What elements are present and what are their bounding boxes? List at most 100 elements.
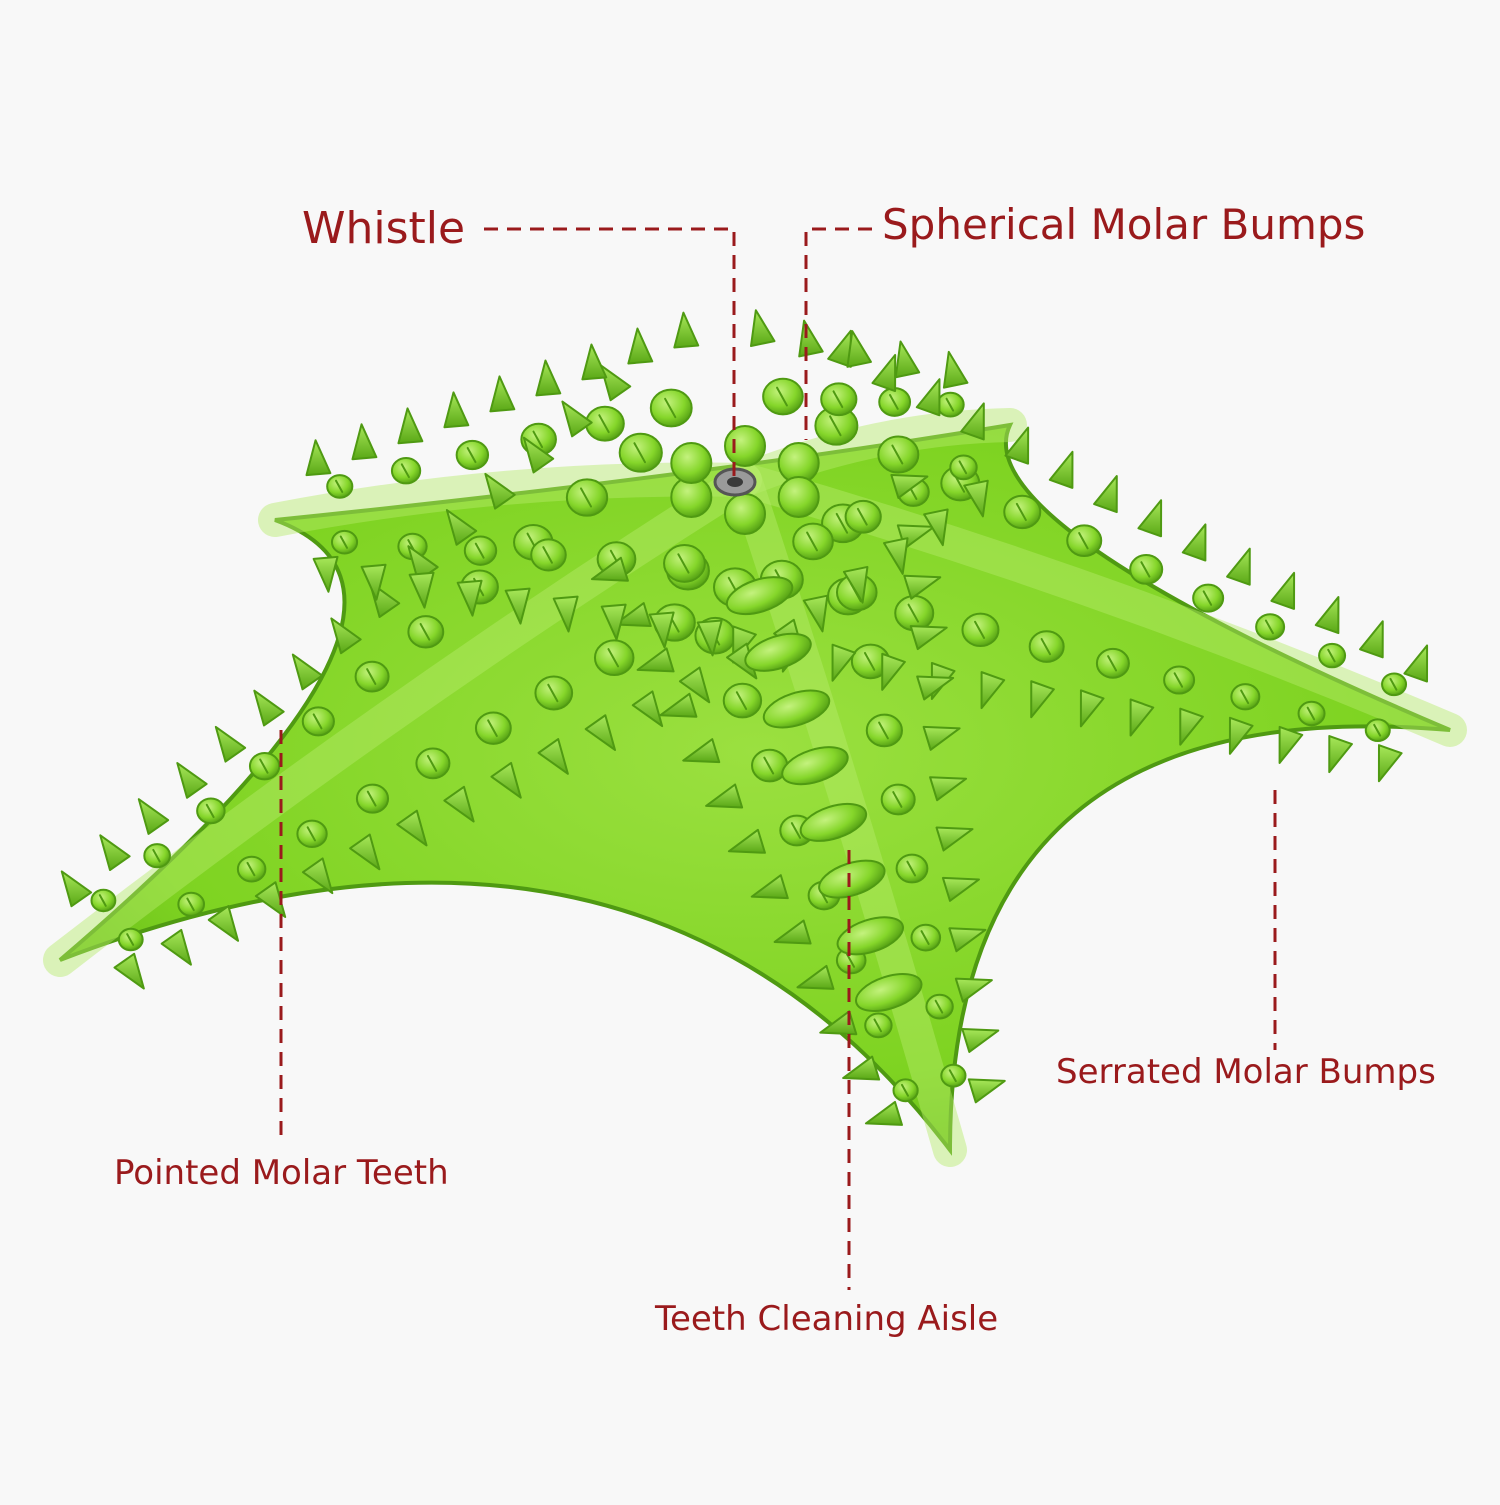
bump-serration [829, 415, 842, 437]
bump-serration [1389, 677, 1398, 691]
bump-serration [366, 668, 377, 686]
bump-serration [205, 803, 215, 819]
bump-serration [863, 651, 876, 671]
pointed-tooth [909, 625, 948, 651]
bump-serration [246, 861, 256, 877]
bump-serration [735, 691, 748, 711]
bump-serration [934, 999, 944, 1014]
pointed-tooth [798, 319, 824, 358]
bump-serration [532, 430, 544, 449]
bump-serration [958, 460, 968, 475]
pointed-tooth [890, 474, 929, 499]
bump-serration [312, 713, 323, 730]
bump-serration [334, 479, 344, 494]
pointed-tooth [678, 666, 711, 704]
pointed-tooth [537, 738, 569, 775]
aisle-tooth [725, 576, 794, 616]
pointed-tooth [360, 563, 387, 601]
pointed-tooth [504, 587, 531, 625]
bump-serration [126, 933, 135, 946]
starfish-toy-body [43, 309, 1467, 1167]
pointed-tooth [842, 1055, 881, 1081]
leader-lines [279, 227, 1277, 1290]
pointed-tooth [176, 762, 208, 799]
pointed-tooth [750, 874, 789, 900]
pointed-tooth [846, 330, 872, 368]
bump-serration [892, 791, 903, 808]
pointed-tooth [881, 652, 906, 691]
pointed-tooth [60, 870, 93, 908]
pointed-tooth [923, 508, 949, 547]
pointed-tooth [396, 809, 428, 847]
bump-serration [152, 848, 161, 863]
pointed-tooth [1030, 680, 1055, 719]
pointed-tooth [1226, 547, 1251, 586]
bump-serration [845, 952, 856, 968]
pointed-tooth [581, 343, 608, 381]
pointed-tooth [727, 828, 766, 854]
pointed-tooth [954, 977, 993, 1003]
pointed-tooth [397, 407, 424, 445]
aisle-tooth [818, 859, 886, 899]
spherical-molar-bump [777, 476, 820, 518]
pointed-tooth [312, 555, 339, 593]
whistle-opening [727, 477, 743, 487]
pointed-tooth [1181, 523, 1207, 562]
pointed-tooth [929, 776, 968, 802]
pointed-tooth [648, 611, 675, 649]
pointed-tooth [484, 472, 516, 510]
bump-serration [900, 1083, 910, 1097]
spherical-molar-bump [670, 442, 713, 484]
leader-whistle [484, 227, 736, 480]
bump-serration [339, 535, 349, 549]
pointed-tooth [349, 833, 381, 871]
pointed-tooth [590, 556, 629, 582]
pointed-tooth [963, 479, 989, 518]
pointed-tooth [915, 378, 941, 417]
pointed-tooth [864, 1100, 903, 1126]
bump-serration [1078, 532, 1089, 550]
bump-serration [878, 721, 889, 740]
bump-serration [1327, 648, 1336, 663]
pointed-tooth [489, 375, 516, 413]
pointed-tooth [819, 1010, 858, 1036]
bump-serration [186, 897, 195, 912]
pointed-tooth [305, 439, 332, 477]
pointed-tooth [207, 905, 240, 942]
pointed-tooth [980, 671, 1006, 710]
arm-ridge [43, 463, 762, 977]
pointed-tooth [682, 738, 721, 764]
pointed-tooth [522, 436, 555, 474]
bump-serration [1140, 561, 1151, 578]
spherical-molar-bump [724, 425, 766, 467]
starfish-body-shape [58, 422, 1451, 1156]
pointed-tooth [584, 714, 617, 751]
aisle-tooth [799, 802, 868, 842]
bump-serration [542, 546, 553, 564]
label-teeth-cleaning-aisle: Teeth Cleaning Aisle [655, 1299, 999, 1339]
pointed-tooth [291, 653, 324, 691]
pointed-tooth [659, 692, 698, 718]
pointed-tooth [796, 964, 835, 990]
bump-serration [259, 758, 269, 774]
pointed-tooth [831, 643, 857, 682]
pointed-tooth [935, 826, 974, 852]
bump-serration [579, 487, 593, 508]
pointed-tooth [636, 647, 675, 673]
pointed-tooth [1359, 620, 1384, 659]
bump-serration [474, 542, 485, 559]
bump-serration [790, 822, 802, 839]
pointed-tooth [330, 617, 362, 655]
pointed-tooth [871, 353, 897, 393]
pointed-tooth [1328, 735, 1353, 774]
bump-serration [664, 397, 677, 419]
bump-serration [607, 648, 620, 668]
bump-serration [776, 386, 788, 407]
pointed-tooth [301, 857, 334, 895]
bump-serration [920, 930, 930, 946]
pointed-tooth [967, 1078, 1006, 1104]
pointed-tooth [705, 783, 744, 809]
bump-serration [1373, 723, 1382, 737]
pointed-tooth [552, 595, 579, 633]
